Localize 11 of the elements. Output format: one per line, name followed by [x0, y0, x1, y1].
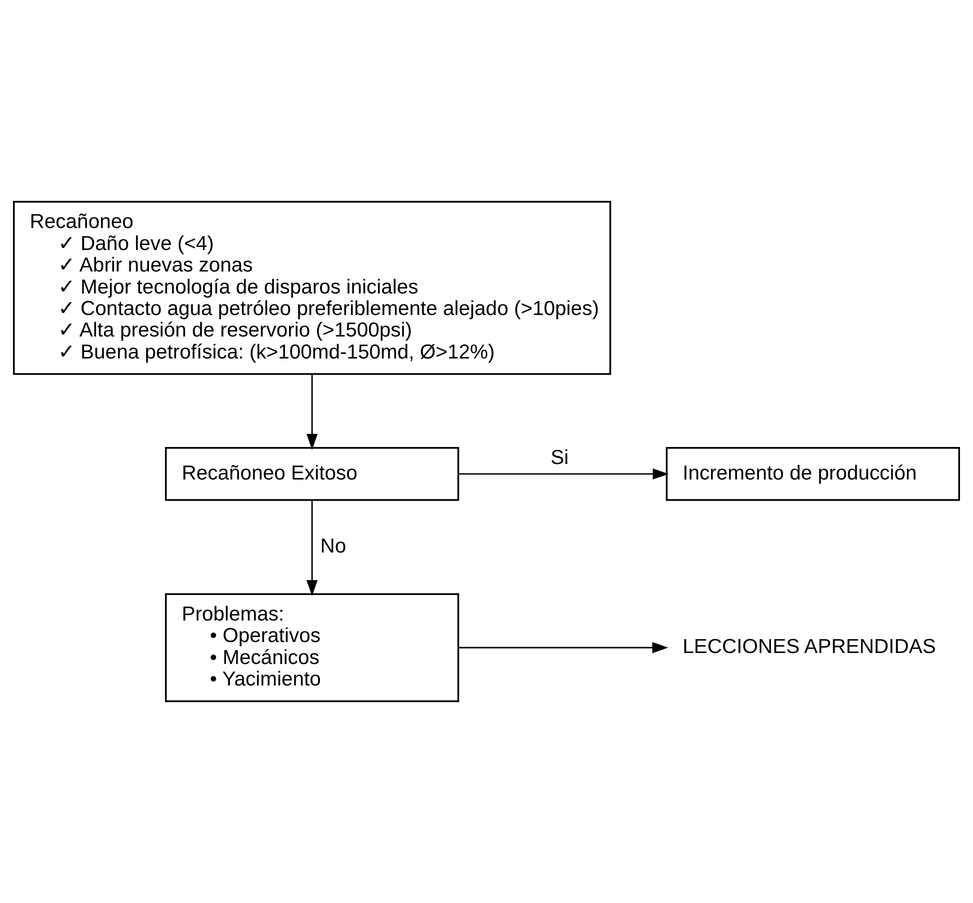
node-box: Incremento de producción: [666, 447, 960, 501]
edge-label: Si: [550, 447, 569, 470]
arrow: [458, 642, 668, 654]
node-box: Recañoneo Exitoso: [165, 447, 460, 501]
node-text: LECCIONES APRENDIDAS: [682, 636, 936, 658]
node-box: Recañoneo ✓ Daño leve (<4) ✓ Abrir nuevas zonas ✓ Mejor tecnología de disparos iniciales ✓ Contacto agua petróleo preferiblemente alejado (>10pies) ✓ Alta presión de reservorio (>1500psi) ✓ Buena petrofísica: (k>100md-150md, Ø>12%): [13, 200, 612, 375]
arrow: [458, 468, 669, 480]
node-box: Problemas: • Operativos • Mecánicos • Yacimiento: [165, 593, 460, 702]
edge-label: No: [320, 535, 346, 558]
arrow: [306, 500, 318, 596]
arrow: [306, 374, 318, 450]
